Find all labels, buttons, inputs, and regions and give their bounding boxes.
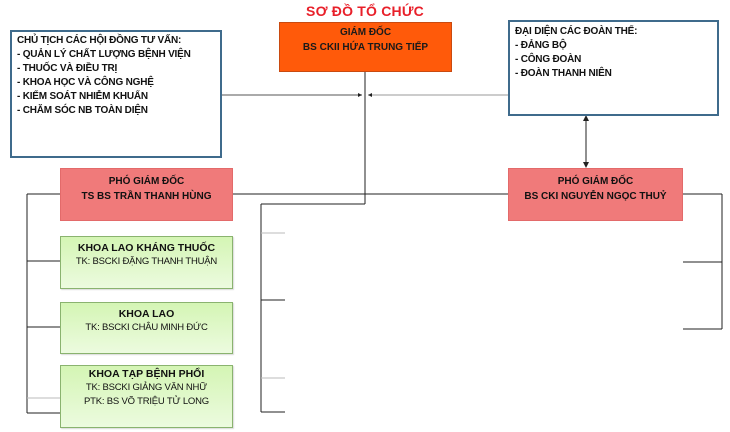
deputy-left-role: PHÓ GIÁM ĐỐC xyxy=(108,176,185,187)
unions-item: - ĐẢNG BỘ xyxy=(515,40,567,51)
unions-item: - CÔNG ĐOÀN xyxy=(515,54,582,65)
deputy-right-box[interactable]: PHÓ GIÁM ĐỐC BS CKI NGUYỄN NGỌC THUỶ xyxy=(508,168,683,221)
arrow-down xyxy=(583,162,589,168)
unit-staff: TK: BSCKI ĐẶNG THANH THUẬN xyxy=(75,256,218,267)
deputy-right-role: PHÓ GIÁM ĐỐC xyxy=(557,176,634,187)
deputy-left-box[interactable]: PHÓ GIÁM ĐỐC TS BS TRẦN THANH HÙNG xyxy=(60,168,233,221)
unions-item: - ĐOÀN THANH NIÊN xyxy=(515,68,612,79)
unit-staff: PTK: BS VÕ TRIỆU TỬ LONG xyxy=(84,396,209,407)
unit-khoa-lao[interactable]: KHOA LAO TK: BSCKI CHÂU MINH ĐỨC xyxy=(60,302,233,354)
unions-box[interactable]: ĐẠI DIỆN CÁC ĐOÀN THỂ: - ĐẢNG BỘ - CÔNG … xyxy=(508,20,719,116)
council-item: - KIỂM SOÁT NHIỄM KHUẨN xyxy=(17,91,148,102)
unit-name: KHOA TẠP BỆNH PHỔI xyxy=(88,368,205,380)
unit-staff: TK: BSCKI GIẢNG VĂN NHỮ xyxy=(85,382,208,393)
unit-khoa-tap-benh-phoi[interactable]: KHOA TẠP BỆNH PHỔI TK: BSCKI GIẢNG VĂN N… xyxy=(60,365,233,428)
council-item: - THUỐC VÀ ĐIỀU TRỊ xyxy=(17,63,118,74)
council-item: - QUẢN LÝ CHẤT LƯỢNG BỆNH VIỆN xyxy=(17,49,191,60)
arrow-head-left xyxy=(358,93,362,97)
council-heading: CHỦ TỊCH CÁC HỘI ĐỒNG TƯ VẤN: xyxy=(17,35,182,46)
unit-name: KHOA LAO xyxy=(118,308,175,320)
unit-name: KHOA LAO KHÁNG THUỐC xyxy=(77,242,216,254)
advisory-council-box[interactable]: CHỦ TỊCH CÁC HỘI ĐỒNG TƯ VẤN: - QUẢN LÝ … xyxy=(10,30,222,158)
unit-khoa-lao-khang-thuoc[interactable]: KHOA LAO KHÁNG THUỐC TK: BSCKI ĐẶNG THAN… xyxy=(60,236,233,289)
council-item: - KHOA HỌC VÀ CÔNG NGHỆ xyxy=(17,77,154,88)
unit-staff: TK: BSCKI CHÂU MINH ĐỨC xyxy=(85,322,208,333)
chart-title: SƠ ĐỒ TỔ CHỨC xyxy=(306,3,424,19)
deputy-right-name: BS CKI NGUYỄN NGỌC THUỶ xyxy=(524,191,667,202)
unions-heading: ĐẠI DIỆN CÁC ĐOÀN THỂ: xyxy=(515,26,638,37)
director-role: GIÁM ĐỐC xyxy=(339,27,392,38)
deputy-left-name: TS BS TRẦN THANH HÙNG xyxy=(81,191,212,202)
director-box[interactable]: GIÁM ĐỐC BS CKII HỨA TRUNG TIẾP xyxy=(279,22,452,72)
arrow-head-right xyxy=(368,93,372,97)
director-name: BS CKII HỨA TRUNG TIẾP xyxy=(302,42,429,53)
arrow-up xyxy=(583,115,589,121)
council-item: - CHĂM SÓC NB TOÀN DIỆN xyxy=(17,105,148,116)
